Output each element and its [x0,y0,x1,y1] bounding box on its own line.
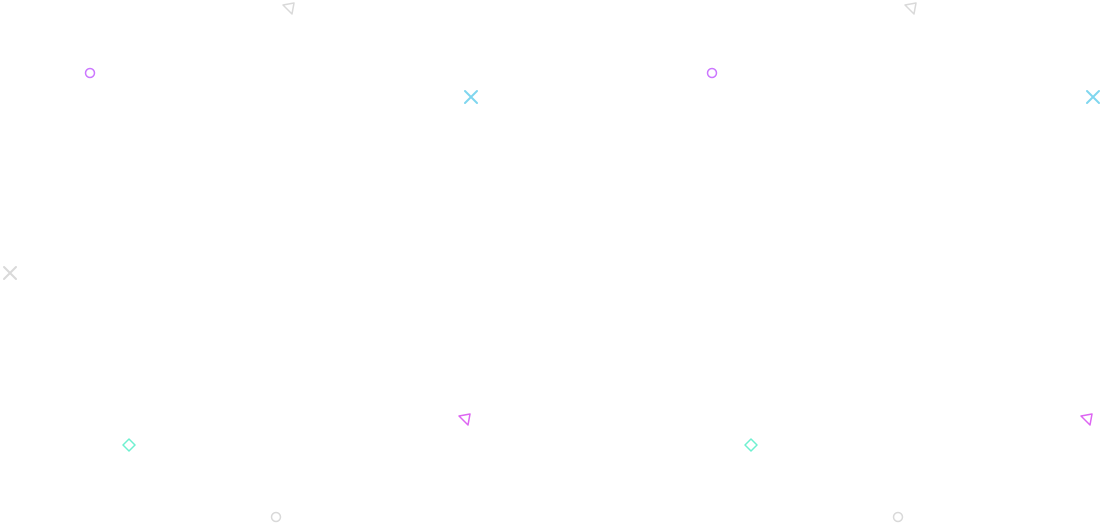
diamond-outline-icon [122,438,136,452]
circle-outline-icon [706,67,718,79]
circle-outline-icon [84,67,96,79]
cross-icon [3,266,17,280]
triangle-outline-icon [904,2,917,15]
circle-outline-icon [270,511,282,523]
diamond-outline-icon [744,438,758,452]
cross-icon [464,90,478,104]
triangle-outline-icon [282,2,295,15]
circle-outline-icon [892,511,904,523]
cross-icon [1086,90,1100,104]
triangle-outline-icon [1080,413,1093,426]
triangle-outline-icon [458,413,471,426]
